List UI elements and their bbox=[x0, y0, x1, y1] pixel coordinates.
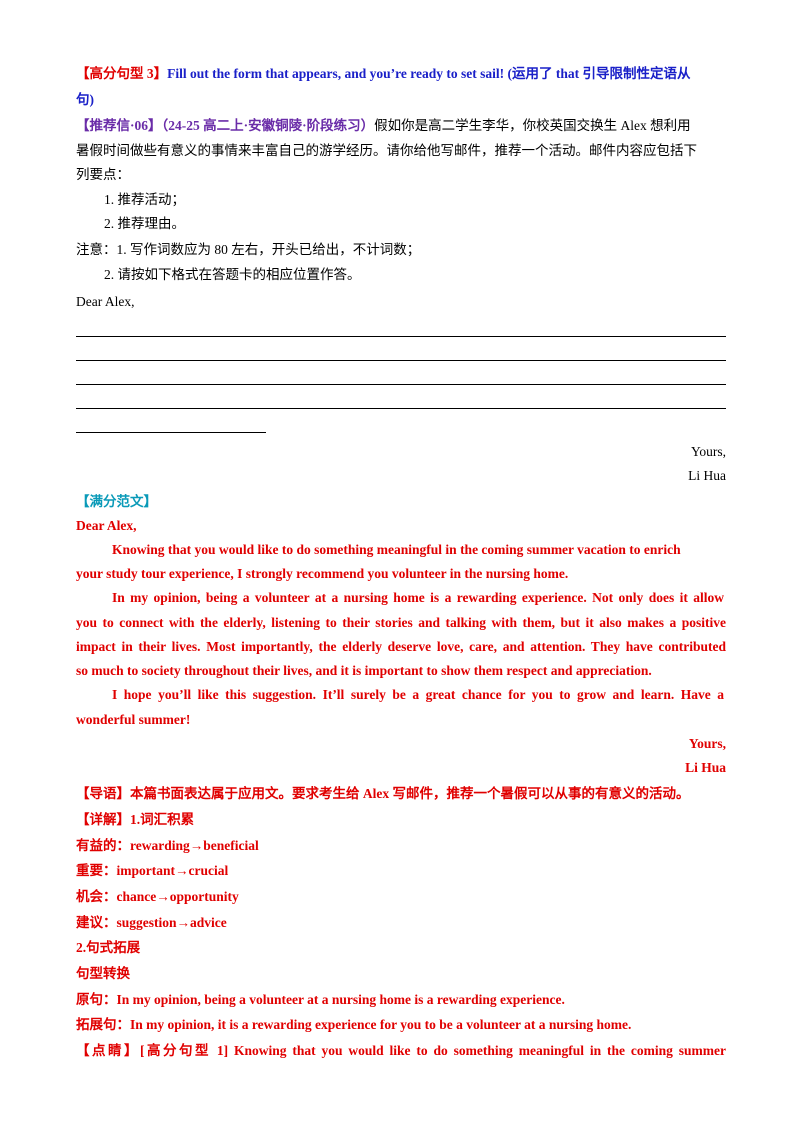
task-line-2: 暑假时间做些有意义的事情来丰富自己的游学经历。请你给他写邮件，推荐一个活动。邮件… bbox=[76, 143, 697, 158]
task-tag: 【推荐信·06】 bbox=[76, 118, 162, 133]
sentence-pattern-line: 【高分句型 3】Fill out the form that appears, … bbox=[76, 64, 726, 84]
task-point-2: 2. 推荐理由。 bbox=[104, 216, 185, 231]
original-sentence: 原句：In my opinion, being a volunteer at a… bbox=[76, 992, 565, 1007]
vocab-item: 机会：chance→opportunity bbox=[76, 889, 239, 904]
model-p3-line-1: I hope you’ll like this suggestion. It’l… bbox=[112, 687, 724, 702]
task-note-1: 注意：1. 写作词数应为 80 左右，开头已给出，不计词数； bbox=[76, 242, 421, 257]
extended-sentence: 拓展句：In my opinion, it is a rewarding exp… bbox=[76, 1017, 632, 1032]
sentence-pattern-tag: 【高分句型 3】 bbox=[76, 66, 168, 81]
answer-line bbox=[76, 384, 726, 385]
model-p2-line-2: you to connect with the elderly, listeni… bbox=[76, 615, 726, 630]
task-signature: Li Hua bbox=[688, 468, 726, 483]
answer-line bbox=[76, 336, 726, 337]
model-salutation: Dear Alex, bbox=[76, 518, 137, 533]
model-p2-line-4: so much to society throughout their live… bbox=[76, 663, 652, 678]
task-source: （24-25 高二上·安徽铜陵·阶段练习） bbox=[161, 118, 375, 133]
vocab-item: 有益的：rewarding→beneficial bbox=[76, 838, 259, 853]
model-p1-line-2: your study tour experience, I strongly r… bbox=[76, 566, 569, 581]
model-p2-line-3: impact in their lives. Most importantly,… bbox=[76, 639, 726, 654]
vocab-item: 重要：important→crucial bbox=[76, 863, 229, 878]
task-text-1: 假如你是高二学生李华，你校英国交换生 Alex 想利用 bbox=[374, 118, 691, 133]
task-note-2: 2. 请按如下格式在答题卡的相应位置作答。 bbox=[104, 267, 361, 282]
vocab-item: 建议：suggestion→advice bbox=[76, 915, 227, 930]
task-closing: Yours, bbox=[690, 444, 726, 459]
model-p2-line-1: In my opinion, being a volunteer at a nu… bbox=[112, 590, 724, 605]
answer-line-short bbox=[76, 432, 266, 433]
task-line-1: 【推荐信·06】（24-25 高二上·安徽铜陵·阶段练习）假如你是高二学生李华，… bbox=[76, 116, 726, 136]
answer-line bbox=[76, 360, 726, 361]
task-point-1: 1. 推荐活动； bbox=[104, 192, 185, 207]
analysis-guide: 【导语】本篇书面表达属于应用文。要求考生给 Alex 写邮件，推荐一个暑假可以从… bbox=[76, 786, 690, 801]
model-closing: Yours, bbox=[688, 736, 726, 751]
sentence-pattern-line-2: 句) bbox=[76, 92, 94, 107]
analysis-detail: 【详解】1.词汇积累 bbox=[76, 812, 195, 827]
task-line-3: 列要点： bbox=[76, 167, 130, 182]
transform-heading: 句型转换 bbox=[76, 966, 130, 981]
model-tag: 【满分范文】 bbox=[76, 494, 157, 509]
model-signature: Li Hua bbox=[685, 760, 726, 775]
sentence-pattern-text: Fill out the form that appears, and you’… bbox=[167, 66, 691, 81]
model-p3-line-2: wonderful summer! bbox=[76, 712, 191, 727]
task-salutation: Dear Alex, bbox=[76, 294, 135, 309]
sentence-extension-heading: 2.句式拓展 bbox=[76, 940, 141, 955]
highlight-line: 【点睛】[高分句型 1] Knowing that you would like… bbox=[76, 1043, 726, 1058]
model-p1-line-1: Knowing that you would like to do someth… bbox=[112, 542, 681, 557]
answer-line bbox=[76, 408, 726, 409]
